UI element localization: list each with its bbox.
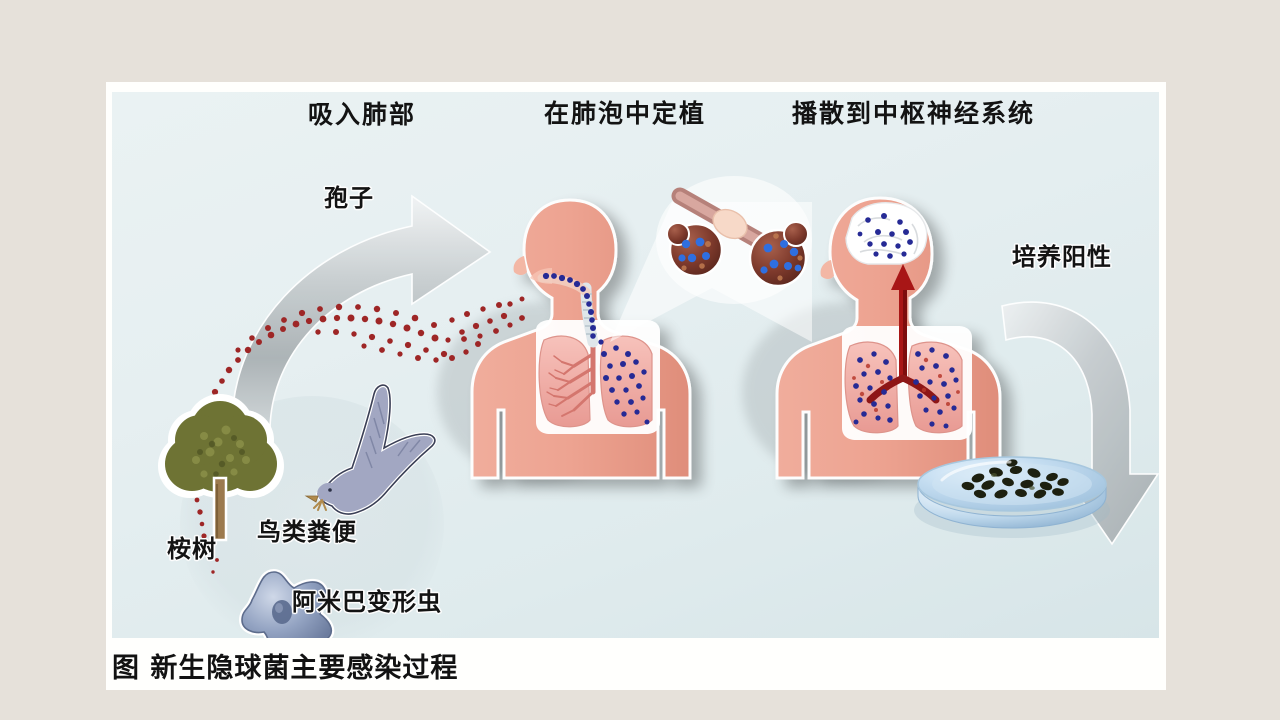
alveoli-inset (610, 176, 812, 342)
stage-label-dissemination: 播散到中枢神经系统 (792, 99, 1036, 128)
spores-label: 孢子 (324, 184, 374, 212)
slide-sheet: 吸入肺部 在肺泡中定植 播散到中枢神经系统 孢子 培养阳性 桉树 鸟类粪便 阿米… (106, 82, 1166, 690)
inhalation-arrow (231, 194, 492, 429)
reservoir-label-bird-droppings: 鸟类粪便 (257, 518, 357, 546)
alveolus-right (748, 221, 809, 288)
bird-icon (304, 383, 437, 516)
fungal-cells-brain (857, 213, 913, 259)
amoeba-icon (238, 568, 335, 638)
human-figure-inhaling (470, 198, 692, 480)
reservoir-label-eucalyptus-tree: 桉树 (167, 535, 217, 563)
illustration-canvas (158, 176, 1159, 638)
stage-label-colonization: 在肺泡中定植 (544, 99, 707, 128)
figure-caption: 图 新生隐球菌主要感染过程 (112, 653, 459, 684)
petri-dish (914, 456, 1110, 538)
culture-positive-label: 培养阳性 (1012, 243, 1112, 271)
fungal-cells-lungs-right (853, 347, 959, 429)
stage-label-inhalation: 吸入肺部 (308, 100, 417, 129)
reservoir-label-amoeba: 阿米巴变形虫 (292, 588, 442, 616)
illustration-panel: 吸入肺部 在肺泡中定植 播散到中枢神经系统 孢子 培养阳性 桉树 鸟类粪便 阿米… (112, 92, 1159, 638)
tree-icon (158, 394, 284, 542)
alveolus-left (666, 222, 724, 278)
fungal-cells-airway (542, 272, 596, 339)
fungal-cells-lung (598, 339, 650, 425)
culture-arrow (1001, 301, 1159, 546)
human-figure-disseminated (775, 196, 1002, 480)
